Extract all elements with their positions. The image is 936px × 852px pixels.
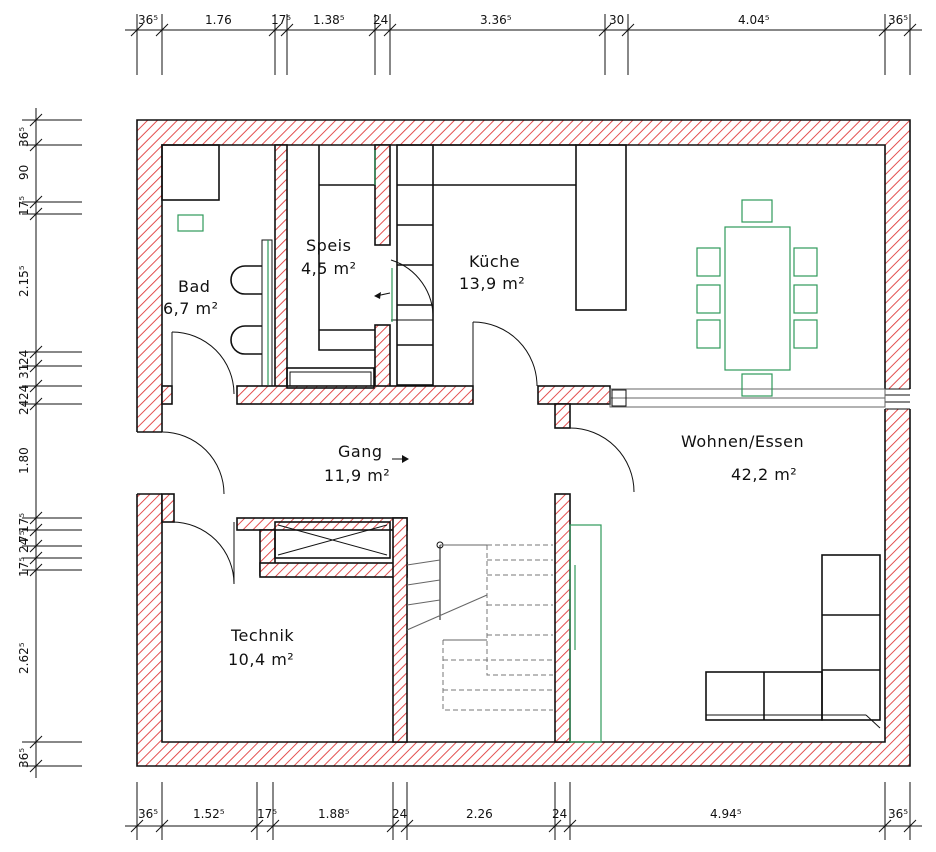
dim-top-tick (878, 23, 892, 37)
dimension-top: 36⁵ 1.76 17⁵ 1.38⁵ 24 3.36⁵ 30 4.04⁵ 36⁵ (125, 13, 922, 75)
dim-bottom-7: 4.94⁵ (710, 807, 742, 821)
dim-bottom-6: 24 (552, 807, 567, 821)
dim-top-tick (280, 23, 294, 37)
room-area-bad: 6,7 m² (163, 299, 219, 318)
dim-left-tick (29, 735, 43, 749)
room-name-speis: Speis (306, 236, 351, 255)
dim-left-9: 17⁵ (17, 513, 31, 533)
sofa (705, 554, 881, 729)
dim-top-tick (621, 23, 635, 37)
dim-top-0: 36⁵ (138, 13, 158, 27)
dim-top-2: 17⁵ (271, 13, 291, 27)
fixtures (161, 144, 886, 729)
dim-bottom-tick (266, 819, 280, 833)
dim-bottom-tick (386, 819, 400, 833)
dim-left-tick (29, 397, 43, 411)
dim-left-tick (29, 207, 43, 221)
direction-arrows (374, 292, 409, 463)
room-name-technik: Technik (230, 626, 294, 645)
dim-top-tick (130, 23, 144, 37)
dim-left-tick (29, 523, 43, 537)
dim-top-4: 24 (373, 13, 388, 27)
dim-left-2: 17⁵ (17, 196, 31, 216)
dim-left-10: 24 (17, 538, 31, 553)
wall-bad-speis (274, 144, 288, 391)
dim-top-7: 4.04⁵ (738, 13, 770, 27)
dining-set (696, 199, 818, 397)
dim-bottom-tick (548, 819, 562, 833)
dim-left-tick (29, 551, 43, 565)
dim-left-tick (29, 563, 43, 577)
dim-top-tick (598, 23, 612, 37)
dim-left-1: 90 (17, 165, 31, 180)
room-area-gang: 11,9 m² (324, 466, 390, 485)
dim-top-tick (383, 23, 397, 37)
wall-corridor-upper-right (537, 385, 611, 405)
dim-left-5: 31 (17, 364, 31, 379)
dim-bottom-5: 2.26 (466, 807, 493, 821)
dimension-left: 36⁵ 90 17⁵ 2.15⁵ 24 31 24 24 1.80 17⁵ 24… (17, 108, 82, 778)
dim-bottom-tick (563, 819, 577, 833)
dim-bottom-tick (130, 819, 144, 833)
wall-technik-stair (392, 517, 408, 743)
room-labels: Bad 6,7 m² Speis 4,5 m² Küche 13,9 m² Ga… (163, 236, 804, 669)
dim-left-tick (29, 345, 43, 359)
dim-bottom-tick (903, 819, 917, 833)
room-area-kueche: 13,9 m² (459, 274, 525, 293)
dimension-bottom: 36⁵ 1.52⁵ 17⁵ 1.88⁵ 24 2.26 24 4.94⁵ 36⁵ (125, 782, 922, 840)
dim-bottom-tick (155, 819, 169, 833)
dim-left-6: 24 (17, 350, 31, 365)
dim-left-7: 24 (17, 400, 31, 415)
dim-left-3: 2.15⁵ (17, 265, 31, 297)
dim-left-13: 2.62⁵ (17, 642, 31, 674)
dim-top-tick (903, 23, 917, 37)
dim-left-0: 36⁵ (17, 127, 31, 147)
dim-top-5: 3.36⁵ (480, 13, 512, 27)
room-name-wohnen: Wohnen/Essen (681, 432, 804, 451)
dim-left-tick (29, 195, 43, 209)
dim-left-tick (29, 138, 43, 152)
walls (135, 119, 913, 767)
wall-stair-wohnen (554, 493, 571, 743)
dim-top-tick (268, 23, 282, 37)
dim-bottom-3: 1.88⁵ (318, 807, 350, 821)
dim-bottom-4: 24 (392, 807, 407, 821)
dim-left-tick (29, 511, 43, 525)
dim-left-tick (29, 379, 43, 393)
wall-speis-kueche (374, 144, 391, 246)
room-name-gang: Gang (338, 442, 383, 461)
dim-left-tick (29, 539, 43, 553)
doors (161, 259, 635, 585)
dim-left-12: 17⁵ (17, 557, 31, 577)
dim-bottom-0: 36⁵ (138, 807, 158, 821)
room-area-speis: 4,5 m² (301, 259, 357, 278)
dim-bottom-tick (250, 819, 264, 833)
dim-left-tick (29, 759, 43, 773)
dim-left-tick (29, 113, 43, 127)
dim-top-tick (155, 23, 169, 37)
room-name-bad: Bad (178, 277, 210, 296)
dim-top-1: 1.76 (205, 13, 232, 27)
dim-bottom-8: 36⁵ (888, 807, 908, 821)
room-area-wohnen: 42,2 m² (731, 465, 797, 484)
dim-left-14: 36⁵ (17, 748, 31, 768)
dim-top-6: 30 (609, 13, 624, 27)
dim-top-tick (368, 23, 382, 37)
dim-bottom-2: 17⁵ (257, 807, 277, 821)
dim-left-8: 1.80 (17, 447, 31, 474)
dim-bottom-tick (400, 819, 414, 833)
dim-top-3: 1.38⁵ (313, 13, 345, 27)
wall-corridor-lower-left (161, 493, 175, 523)
dim-top-8: 36⁵ (888, 13, 908, 27)
room-area-technik: 10,4 m² (228, 650, 294, 669)
dim-bottom-tick (878, 819, 892, 833)
dim-left-tick (29, 359, 43, 373)
staircase (406, 541, 553, 711)
dim-left-11: 7⁵ (17, 530, 31, 543)
outer-wall (136, 119, 911, 767)
room-name-kueche: Küche (469, 252, 520, 271)
dim-left-4: 24 (17, 385, 31, 400)
dim-bottom-1: 1.52⁵ (193, 807, 225, 821)
